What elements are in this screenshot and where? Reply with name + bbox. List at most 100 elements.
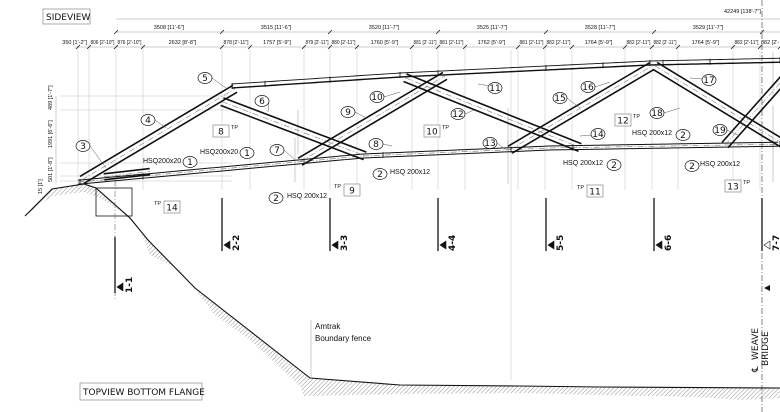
tp-label-13: 13 TP <box>724 179 750 193</box>
callout-16: 16 <box>580 81 596 93</box>
callout-number: 2 <box>377 170 383 180</box>
section-label: 4-4 <box>448 235 458 251</box>
callout-number: 17 <box>703 76 714 86</box>
tp-text: TP <box>577 185 584 191</box>
tp-number: 8 <box>218 128 224 138</box>
callout-11: 11 <box>487 82 503 94</box>
callout-6: 6 <box>254 95 270 107</box>
callout-number: 4 <box>145 116 151 126</box>
profile-label: HSQ200x20 <box>200 149 238 156</box>
callout-number: 13 <box>484 139 495 149</box>
callout-number: 2 <box>680 131 686 141</box>
detail-dimension: 880 [2'-11"] <box>332 40 356 46</box>
profile-callout-2: 2 <box>606 159 622 171</box>
section-label: 5-5 <box>556 235 566 251</box>
tp-label-12: 12 TP <box>614 113 640 127</box>
section-cut-1-1: 1-1 <box>114 237 135 293</box>
centerline-symbol: ℄ <box>751 366 761 373</box>
section-label: 6-6 <box>664 235 674 251</box>
tp-text: TP <box>442 125 449 131</box>
callout-number: 11 <box>489 84 500 94</box>
callout-9: 9 <box>340 106 356 118</box>
section-markers: 1-1 2-2 3-3 4-4 5-5 6-6 7-7 <box>114 198 780 293</box>
section-arrow-icon <box>439 240 447 250</box>
detail-dimension: 350 [1'-2"] <box>62 40 87 46</box>
callout-13: 13 <box>482 137 498 149</box>
callout-number: 18 <box>651 109 663 119</box>
diagonal-member <box>721 76 780 149</box>
detail-dimension: 882 [2'-11"] <box>654 40 677 46</box>
detail-dimension: 1764 [5'-9"] <box>692 40 720 46</box>
callout-19: 19 <box>712 124 728 136</box>
section-arrow-icon <box>223 240 231 250</box>
tp-number: 9 <box>349 187 355 197</box>
detail-dimension: 2632 [8'-8"] <box>169 40 197 46</box>
section-arrow-icon <box>655 240 663 250</box>
profile-callout-1: 1 <box>239 147 255 159</box>
sideview-title-text: SIDEVIEW <box>46 13 90 23</box>
callout-15: 15 <box>552 92 568 104</box>
tp-number: 13 <box>727 183 738 193</box>
panel-dimension: 3528 [11'-7"] <box>585 25 616 31</box>
profile-label: HSQ 200x12 <box>390 169 430 176</box>
detail-dimension: 879 [2'-11"] <box>306 40 329 46</box>
profile-callout-2: 2 <box>372 168 388 180</box>
tp-number: 10 <box>426 128 438 138</box>
detail-dimension: 882 [2'- <box>761 40 779 46</box>
fence-label-line1: Amtrak <box>315 322 341 331</box>
topview-title: TOPVIEW BOTTOM FLANGE <box>79 382 205 401</box>
section-arrow-icon <box>763 240 771 250</box>
profile-callout-2: 2 <box>675 129 691 141</box>
callout-number: 9 <box>345 108 351 118</box>
diagonal-member <box>403 73 582 152</box>
detail-dimension: 881 [2'-11"] <box>520 40 544 46</box>
callout-12: 12 <box>450 108 466 120</box>
detail-dimension: 878 [2'-11"] <box>224 40 249 46</box>
panel-dimension: 3525 [11'-7"] <box>477 25 508 31</box>
detail-dimension: 1762 [5'-9"] <box>478 40 506 46</box>
section-cut-2-2: 2-2 <box>221 198 242 251</box>
truss <box>77 57 780 185</box>
callout-5: 5 <box>197 72 213 84</box>
callout-number: 10 <box>371 93 383 103</box>
vertical-dimension: 1991 [6'-6"] <box>48 120 54 148</box>
diagonal-member <box>220 97 367 161</box>
callout-3: 3 <box>75 140 91 152</box>
callout-number: 2 <box>273 194 279 204</box>
tp-text: TP <box>154 201 161 207</box>
callout-17: 17 <box>701 74 717 86</box>
detail-dimension: 881 [2'-11"] <box>414 40 437 46</box>
callout-8: 8 <box>368 138 384 150</box>
brace-member <box>103 167 151 181</box>
section-arrow-icon <box>547 240 555 250</box>
dimension-lines: 42249 [138'-7"] 3508 [11'-6"]3515 [11'-6… <box>38 9 780 194</box>
profile-label: HSQ 200x12 <box>563 160 603 167</box>
callout-7: 7 <box>269 144 285 156</box>
detail-dimension: 1757 [5'-9"] <box>263 40 291 46</box>
callout-number: 1 <box>187 158 193 168</box>
profile-label: HSQ 200x12 <box>287 193 327 200</box>
section-cut-5-5: 5-5 <box>545 198 566 251</box>
vertical-dimension: 15 [1'] <box>38 179 44 194</box>
section-cut-3-3: 3-3 <box>329 198 350 251</box>
detail-dimension: 882 [2'-11"] <box>547 40 571 46</box>
detail-dimension: 1764 [5'-9"] <box>585 40 613 46</box>
centerline-line1: WEAVE <box>751 328 761 360</box>
overall-dimension: 42249 [138'-7"] <box>724 9 761 15</box>
profile-label: HSQ 200x12 <box>700 161 740 168</box>
tp-number: 14 <box>166 204 178 214</box>
topview-title-text: TOPVIEW BOTTOM FLANGE <box>82 388 205 398</box>
section-label: 7-7 <box>772 235 780 251</box>
tp-text: TP <box>743 180 750 186</box>
tp-text: TP <box>633 114 640 120</box>
panel-dimension: 3508 [11'-6"] <box>154 25 185 31</box>
tp-number: 12 <box>617 117 628 127</box>
callout-number: 2 <box>689 162 695 172</box>
vertical-dimension: 501 [1'-8"] <box>48 157 54 182</box>
detail-dimension: 1760 [5'-9"] <box>371 40 399 46</box>
detail-dimension: 876 [2'-10"] <box>118 40 142 46</box>
